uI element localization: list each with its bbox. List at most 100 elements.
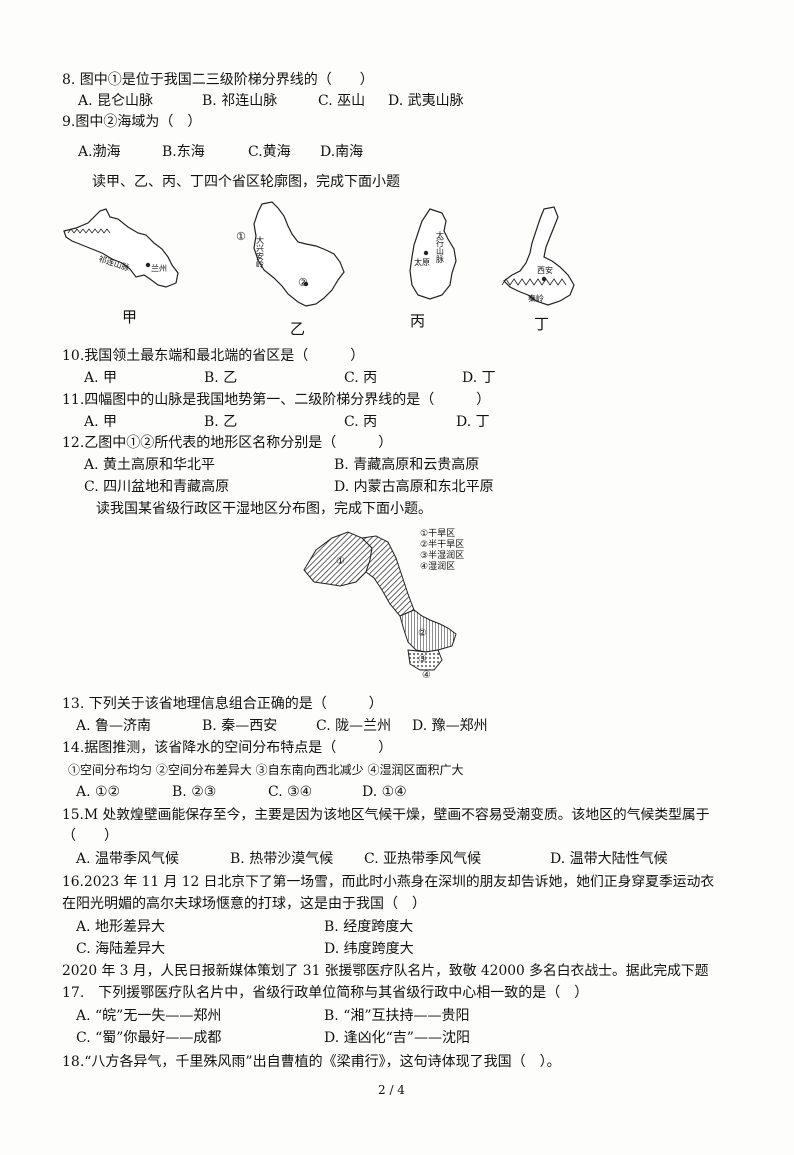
zone-label-1: ①: [336, 556, 345, 567]
intro-medical-teams: 2020 年 3 月，人民日报新媒体策划了 31 张援鄂医疗队名片，致敬 420…: [62, 963, 709, 979]
option-a: A.渤海: [78, 144, 121, 160]
option-c: C. 丙: [344, 414, 378, 430]
city-dot-taiyuan: [423, 250, 429, 256]
option-a: A. 地形差异大: [76, 919, 166, 935]
option-a: A. ①②: [76, 784, 121, 800]
question-10-stem: 10.我国领土最东端和最北端的省区是（ ）: [62, 348, 365, 364]
question-14-options: A. ①② B. ②③ C. ③④ D. ①④: [76, 782, 407, 802]
question-13-stem: 13. 下列关于该省地理信息组合正确的是（ ）: [62, 696, 383, 712]
question-15-stem: 15.M 处敦煌壁画能保存至今，主要是因为该地区气候干燥，壁画不容易受潮变质。该…: [62, 807, 710, 823]
option-a: A. 甲: [84, 370, 118, 386]
option-a: A. 昆仑山脉: [78, 93, 154, 109]
question-17-options-row2: C. “蜀”你最好——成都 D. 逢凶化“吉”——沈阳: [76, 1028, 470, 1048]
question-8-stem: 8. 图中①是位于我国二三级阶梯分界线的（ ）: [62, 72, 374, 88]
option-d: D. 逢凶化“吉”——沈阳: [324, 1030, 470, 1046]
question-15-stem-cont: （ ）: [62, 828, 118, 844]
option-c: C.黄海: [248, 144, 291, 160]
option-c: C. 陇—兰州: [316, 718, 392, 734]
option-b: B. 祁连山脉: [202, 93, 278, 109]
city-dot-xian: [541, 276, 547, 282]
label-taiyuan: 太原: [414, 257, 430, 267]
label-xian: 西安: [537, 265, 553, 275]
province-map-jia: 祁连山脉 兰州: [63, 208, 179, 288]
question-12-stem: 12.乙图中①②所代表的地形区名称分别是（ ）: [62, 435, 393, 451]
option-b: B.东海: [162, 144, 205, 160]
zone-label-4: ④: [422, 670, 431, 681]
label-circle-1: ①: [236, 230, 246, 243]
option-a: A. 温带季风气候: [76, 851, 180, 867]
question-16-stem-cont: 在阳光明媚的高尔夫球场惬意的打球，这是由于我国（ ）: [62, 896, 426, 912]
option-d: D. 纬度跨度大: [324, 941, 414, 957]
question-11-stem: 11.四幅图中的山脉是我国地势第一、二级阶梯分界线的是（ ）: [62, 392, 491, 408]
question-17-options-row1: A. “皖”无一失——郑州 B. “湘”互扶持——贵阳: [76, 1006, 470, 1026]
option-d: D.南海: [320, 144, 364, 160]
option-b: B. 秦—西安: [202, 718, 278, 734]
caption-bing: 丙: [410, 312, 426, 330]
option-b: B. 乙: [204, 414, 238, 430]
question-12-options-row2: C. 四川盆地和青藏高原 D. 内蒙古高原和东北平原: [84, 477, 494, 497]
option-b: B. 热带沙漠气候: [230, 851, 334, 867]
question-16-options-row2: C. 海陆差异大 D. 纬度跨度大: [76, 939, 414, 959]
zone-label-2: ②: [418, 628, 427, 639]
option-d: D. ①④: [362, 784, 407, 800]
question-8-options: A. 昆仑山脉 B. 祁连山脉 C. 巫山 D. 武夷山脉: [78, 91, 464, 111]
zone-label-3: ③: [418, 654, 427, 665]
option-c: C. 海陆差异大: [76, 941, 166, 957]
option-a: A. 甲: [84, 414, 118, 430]
city-dot-lanzhou: [145, 262, 151, 268]
question-10-options: A. 甲 B. 乙 C. 丙 D. 丁: [84, 368, 496, 388]
intro-dry-wet: 读我国某省级行政区干湿地区分布图，完成下面小题。: [96, 501, 432, 517]
option-c: C. “蜀”你最好——成都: [76, 1030, 222, 1046]
option-a: A. 黄土高原和华北平: [84, 457, 216, 473]
option-c: C. ③④: [268, 784, 313, 800]
option-b: B. ②③: [172, 784, 217, 800]
question-15-options: A. 温带季风气候 B. 热带沙漠气候 C. 亚热带季风气候 D. 温带大陆性气候: [76, 849, 668, 869]
question-12-options-row1: A. 黄土高原和华北平 B. 青藏高原和云贵高原: [84, 455, 479, 475]
option-d: D. 武夷山脉: [388, 93, 464, 109]
option-d: D. 温带大陆性气候: [550, 851, 668, 867]
option-c: C. 巫山: [318, 93, 366, 109]
legend-item-semi-arid: ②半干旱区: [420, 540, 465, 550]
caption-jia: 甲: [122, 308, 138, 326]
province-map-yi: ① 大兴安岭 ②: [236, 201, 345, 307]
page-number: 2 / 4: [378, 1083, 405, 1097]
label-circle-2: ②: [298, 276, 308, 289]
label-qinling: 秦岭: [528, 293, 544, 303]
legend-item-arid: ①干旱区: [420, 529, 456, 539]
option-c: C. 四川盆地和青藏高原: [84, 479, 230, 495]
option-c: C. 丙: [344, 370, 378, 386]
option-a: A. 鲁—济南: [76, 718, 152, 734]
dry-wet-legend: ①干旱区 ②半干旱区 ③半湿润区 ④湿润区: [420, 529, 464, 573]
legend-item-semi-humid: ③半湿润区: [420, 551, 465, 561]
question-17-stem: 17. 下列援鄂医疗队名片中，省级行政单位简称与其省级行政中心相一致的是（ ）: [62, 985, 589, 1001]
option-b: B. 乙: [204, 370, 238, 386]
label-lanzhou: 兰州: [151, 263, 167, 273]
caption-ding: 丁: [534, 315, 550, 333]
question-14-stem: 14.据图推测，该省降水的空间分布特点是（ ）: [62, 740, 393, 756]
question-9-stem: 9.图中②海域为（ ）: [62, 114, 202, 130]
option-b: B. 经度跨度大: [324, 919, 414, 935]
option-d: D. 丁: [462, 370, 496, 386]
option-d: D. 豫—郑州: [412, 718, 488, 734]
province-map-ding: 西安 秦岭: [501, 206, 575, 306]
dry-wet-zone-map: ① ② ③ ④: [303, 531, 457, 681]
option-c: C. 亚热带季风气候: [364, 851, 482, 867]
city-dot-harbin: [303, 281, 309, 287]
option-b: B. “湘”互扶持——贵阳: [324, 1008, 470, 1024]
caption-yi: 乙: [290, 320, 306, 338]
province-map-bing: 太行山脉 太原: [409, 208, 457, 300]
question-16-stem: 16.2023 年 11 月 12 日北京下了第一场雪，而此时小燕身在深圳的朋友…: [62, 874, 715, 890]
question-18-stem: 18.“八方各异气，千里殊风雨”出自曹植的《梁甫行》，这句诗体现了我国（ ）。: [62, 1054, 561, 1070]
question-14-statements: ①空间分布均匀 ②空间分布差异大 ③自东南向西北减少 ④湿润区面积广大: [68, 763, 464, 777]
label-daxinganling: 大兴安岭: [256, 235, 265, 269]
option-b: B. 青藏高原和云贵高原: [334, 457, 480, 473]
question-13-options: A. 鲁—济南 B. 秦—西安 C. 陇—兰州 D. 豫—郑州: [76, 716, 488, 736]
question-9-options: A.渤海 B.东海 C.黄海 D.南海: [78, 142, 363, 162]
label-taihang: 太行山脉: [436, 230, 445, 263]
question-16-options-row1: A. 地形差异大 B. 经度跨度大: [76, 917, 413, 937]
option-a: A. “皖”无一失——郑州: [76, 1008, 222, 1024]
legend-item-humid: ④湿润区: [420, 562, 456, 572]
option-d: D. 内蒙古高原和东北平原: [334, 479, 494, 495]
